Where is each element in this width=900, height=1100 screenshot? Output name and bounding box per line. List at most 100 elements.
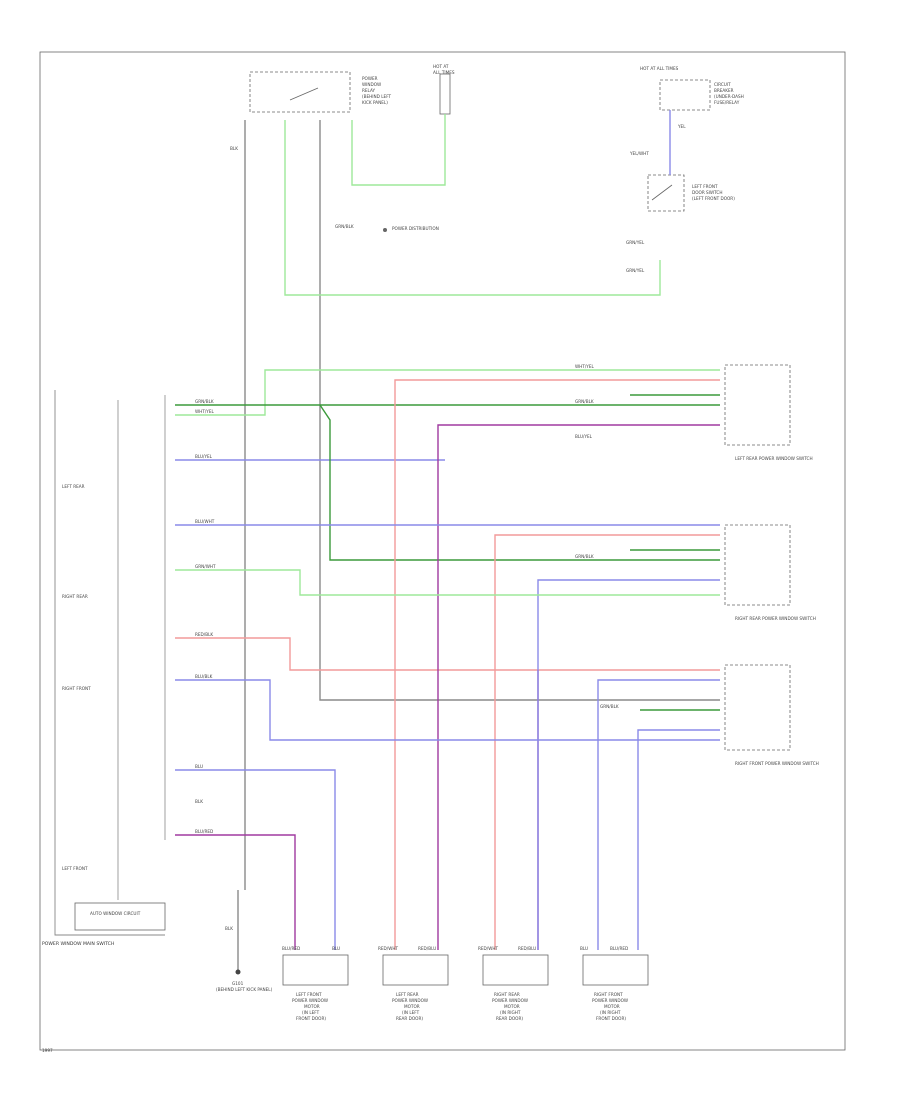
wire-red-rrmotor bbox=[494, 534, 720, 950]
lbl-yel-wht-1: YEL/WHT bbox=[629, 151, 649, 156]
lr-window-switch: LEFT REAR POWER WINDOW SWITCH bbox=[724, 364, 813, 461]
motor-rr-label-1: RIGHT REAR bbox=[494, 992, 520, 997]
auto-window-circuit-label: AUTO WINDOW CIRCUIT bbox=[90, 911, 141, 916]
power-distribution-ref: POWER DISTRIBUTION bbox=[383, 226, 439, 232]
door-switch-label-1: LEFT FRONT bbox=[692, 184, 718, 189]
lbl-blu-yel-2: BLU/YEL bbox=[575, 434, 593, 439]
motor-rf-label-1: RIGHT FRONT bbox=[594, 992, 623, 997]
rr-window-switch: RIGHT REAR POWER WINDOW SWITCH bbox=[724, 524, 816, 621]
lbl-blk-3: BLK bbox=[230, 146, 238, 151]
motor-lf-wire-2: BLU bbox=[332, 946, 340, 951]
lr-switch-label: LEFT REAR POWER WINDOW SWITCH bbox=[735, 456, 813, 461]
breaker-label-1: CIRCUIT bbox=[714, 82, 731, 87]
motor-rf-label-3: MOTOR bbox=[604, 1004, 620, 1009]
breaker-label-2: BREAKER bbox=[714, 88, 734, 93]
door-switch-label-2: DOOR SWITCH bbox=[692, 190, 722, 195]
motor-rf-wire-2: BLU/RED bbox=[610, 946, 628, 951]
motor-right-rear: RIGHT REAR POWER WINDOW MOTOR (IN RIGHT … bbox=[478, 946, 549, 1021]
lbl-wht-yel-1: WHT/YEL bbox=[195, 409, 214, 414]
fuse-label-1: HOT AT bbox=[433, 64, 449, 69]
power-distribution-label: POWER DISTRIBUTION bbox=[392, 226, 439, 231]
main-switch-label: POWER WINDOW MAIN SWITCH bbox=[42, 941, 114, 947]
motor-rf-label-2: POWER WINDOW bbox=[592, 998, 628, 1003]
relay-label-3: RELAY bbox=[362, 88, 376, 93]
lbl-yel-1: YEL bbox=[677, 124, 686, 129]
ground-label: G101 bbox=[232, 981, 244, 986]
wire-blue-rr-motor bbox=[537, 579, 720, 950]
lbl-blu-blk-1: BLU/BLK bbox=[195, 674, 213, 679]
motor-rr-label-4: (IN RIGHT bbox=[500, 1010, 521, 1015]
section-right-rear: RIGHT REAR bbox=[62, 594, 88, 599]
motor-left-front: LEFT FRONT POWER WINDOW MOTOR (IN LEFT F… bbox=[282, 946, 349, 1021]
lbl-grn-blk-2: GRN/BLK bbox=[575, 399, 594, 404]
section-left-rear: LEFT REAR bbox=[62, 484, 85, 489]
wire-blue-lf bbox=[175, 769, 336, 950]
motor-lf-label-2: POWER WINDOW bbox=[292, 998, 328, 1003]
lbl-blu-wht-1: BLU/WHT bbox=[195, 519, 215, 524]
power-window-relay: POWER WINDOW RELAY (BEHIND LEFT KICK PAN… bbox=[249, 71, 392, 113]
motor-lr-label-4: (IN LEFT bbox=[402, 1010, 420, 1015]
motor-lr-label-5: REAR DOOR) bbox=[396, 1016, 423, 1021]
lbl-grn-yel-1: GRN/YEL bbox=[626, 240, 645, 245]
wire-blue-rfmotor-1 bbox=[597, 679, 720, 950]
motor-lr-label-3: MOTOR bbox=[404, 1004, 420, 1009]
ground-note: (BEHIND LEFT KICK PANEL) bbox=[216, 987, 273, 992]
motor-lr-wire-2: RED/BLU bbox=[418, 946, 436, 951]
ground-symbol: G101 (BEHIND LEFT KICK PANEL) bbox=[216, 969, 273, 992]
motor-rf-wire-1: BLU bbox=[580, 946, 588, 951]
lbl-wht-yel-2: WHT/YEL bbox=[575, 364, 594, 369]
motor-rf-label-4: (IN RIGHT bbox=[600, 1010, 621, 1015]
wire-red-rf bbox=[175, 637, 720, 671]
wire-green-relay bbox=[284, 120, 661, 296]
rf-window-switch: RIGHT FRONT POWER WINDOW SWITCH bbox=[724, 664, 819, 766]
wire-green-lr-1 bbox=[175, 369, 720, 416]
motor-left-rear: LEFT REAR POWER WINDOW MOTOR (IN LEFT RE… bbox=[378, 946, 449, 1021]
breaker-label-4: FUSE/RELAY bbox=[714, 100, 740, 105]
motor-lr-wire-1: RED/WHT bbox=[378, 946, 398, 951]
fuse-block: HOT AT ALL TIMES bbox=[433, 64, 455, 115]
circuit-breaker: HOT AT ALL TIMES CIRCUIT BREAKER (UNDER-… bbox=[640, 66, 744, 111]
lbl-grn-blk-5: GRN/BLK bbox=[335, 224, 354, 229]
relay-label-4: (BEHIND LEFT bbox=[362, 94, 392, 99]
footer-code: 1997 bbox=[42, 1048, 53, 1053]
motor-rr-label-5: REAR DOOR) bbox=[496, 1016, 523, 1021]
relay-label-5: KICK PANEL) bbox=[362, 100, 388, 105]
wire-red-lrmotor bbox=[394, 379, 720, 950]
motor-rr-label-3: MOTOR bbox=[504, 1004, 520, 1009]
motor-lr-label-1: LEFT REAR bbox=[396, 992, 419, 997]
wire-green-rr bbox=[175, 569, 720, 596]
lbl-blu-1: BLU bbox=[195, 764, 203, 769]
lbl-grn-blk-1: GRN/BLK bbox=[195, 399, 214, 404]
motor-lf-label-3: MOTOR bbox=[304, 1004, 320, 1009]
power-window-main-switch: AUTO WINDOW CIRCUIT POWER WINDOW MAIN SW… bbox=[42, 390, 166, 947]
wire-blue-rfmotor-2 bbox=[637, 729, 720, 950]
lbl-grn-wht-1: GRN/WHT bbox=[195, 564, 216, 569]
lbl-blu-yel-1: BLU/YEL bbox=[195, 454, 213, 459]
motor-lf-wire-1: BLU/RED bbox=[282, 946, 300, 951]
lbl-red-blk-1: RED/BLK bbox=[195, 632, 213, 637]
door-switch: LEFT FRONT DOOR SWITCH (LEFT FRONT DOOR) bbox=[647, 174, 735, 212]
motor-lr-label-2: POWER WINDOW bbox=[392, 998, 428, 1003]
motor-rr-label-2: POWER WINDOW bbox=[492, 998, 528, 1003]
motor-rr-wire-1: RED/WHT bbox=[478, 946, 498, 951]
section-right-front: RIGHT FRONT bbox=[62, 686, 91, 691]
motor-rf-label-5: FRONT DOOR) bbox=[596, 1016, 626, 1021]
rf-switch-label: RIGHT FRONT POWER WINDOW SWITCH bbox=[735, 761, 819, 766]
wire-purple-lr bbox=[437, 424, 720, 950]
lbl-grn-yel-2: GRN/YEL bbox=[626, 268, 645, 273]
wire-purple-lf bbox=[175, 834, 296, 950]
wire-dkgreen-rr bbox=[319, 404, 720, 561]
diagram-frame bbox=[39, 51, 846, 1051]
wire-black-branch bbox=[319, 120, 720, 701]
fuse-label-2: ALL TIMES bbox=[433, 70, 455, 75]
motor-lf-label-1: LEFT FRONT bbox=[296, 992, 322, 997]
lbl-grn-blk-3: GRN/BLK bbox=[575, 554, 594, 559]
door-switch-label-3: (LEFT FRONT DOOR) bbox=[692, 196, 735, 201]
lbl-blk-2: BLK bbox=[225, 926, 233, 931]
section-left-front: LEFT FRONT bbox=[62, 866, 88, 871]
lbl-blu-red-1: BLU/RED bbox=[195, 829, 213, 834]
motor-lf-label-4: (IN LEFT bbox=[302, 1010, 320, 1015]
breaker-label-3: (UNDER-DASH bbox=[714, 94, 744, 99]
lbl-blk-1: BLK bbox=[195, 799, 203, 804]
